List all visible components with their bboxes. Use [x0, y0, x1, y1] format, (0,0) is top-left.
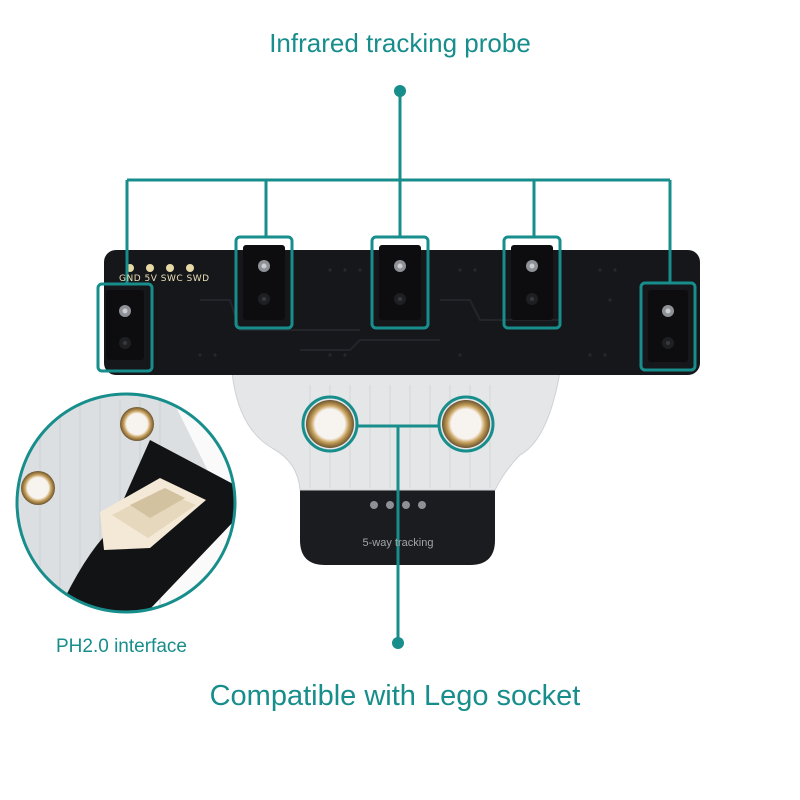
mounting-hole-icon — [442, 400, 490, 448]
infrared-sensor-icon — [648, 290, 688, 362]
interface-label: PH2.0 interface — [56, 636, 187, 657]
probe-label: Infrared tracking probe — [269, 28, 531, 58]
board-lower-plate — [231, 371, 561, 491]
infrared-sensor-icon — [106, 290, 144, 360]
probe-callout-lines — [125, 92, 672, 284]
probe-callout-dot — [394, 85, 406, 97]
connector-icon — [100, 478, 206, 550]
ph20-zoom-inset — [17, 394, 235, 612]
connector-pads — [370, 501, 426, 509]
socket-callout-dot — [392, 637, 404, 649]
socket-callout-lines — [301, 395, 495, 642]
socket-label: Compatible with Lego socket — [209, 680, 581, 712]
zoom-inset-border — [15, 392, 237, 614]
infrared-sensor-icon — [243, 245, 285, 320]
infrared-sensor-icon — [379, 245, 421, 320]
board-print-text: 5-way tracking — [362, 537, 434, 549]
infrared-sensor-icon — [511, 245, 553, 320]
sensor-highlight-boxes — [96, 235, 697, 373]
mounting-hole-icon — [306, 400, 354, 448]
pin-labels: GND 5V SWC SWD — [119, 274, 210, 284]
